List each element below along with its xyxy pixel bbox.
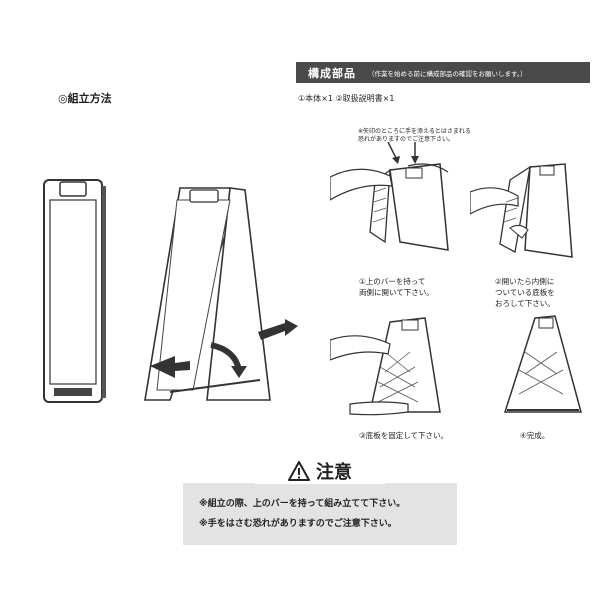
- step1-illustration: [330, 142, 449, 251]
- parts-banner-note: （作業を始める前に構成部品の確認をお願いします。）: [368, 69, 527, 78]
- warning-note-line: 恐れがありますのでご注意下さい。: [358, 136, 455, 143]
- parts-banner-title: 構成部品: [308, 66, 356, 80]
- step2-caption-line: ついている底板を: [495, 288, 555, 297]
- step2-caption-line: おろして下さい。: [495, 299, 555, 308]
- assembly-method-title: ◎組立方法: [58, 92, 112, 105]
- caution-title-text: 注意: [316, 462, 352, 483]
- parts-list: ①本体×1 ②取扱説明書×1: [298, 94, 395, 103]
- caution-title: 注意: [255, 458, 385, 484]
- warning-note: ※矢印のところに手を添えるとはさまれる 恐れがありますのでご注意下さい。: [358, 128, 471, 144]
- caution-line: ※手をはさむ恐れがありますのでご注意下さい。: [199, 519, 397, 529]
- caution-box: [183, 483, 457, 545]
- open-sign-with-arrows-illustration: [144, 187, 298, 401]
- step2-caption-line: ②開いたら内側に: [495, 277, 555, 286]
- step4-illustration: [503, 315, 582, 413]
- step2-caption: ②開いたら内側に ついている底板を おろして下さい。: [495, 276, 555, 309]
- step3-caption: ③底板を固定して下さい。: [359, 431, 448, 440]
- warning-icon: [288, 461, 310, 481]
- step1-caption-line: ①上のバーを持って: [359, 277, 426, 286]
- step3-illustration: [330, 317, 441, 416]
- step4-caption: ④完成。: [520, 431, 550, 440]
- step1-caption-line: 両側に開いて下さい。: [359, 288, 434, 297]
- step1-caption: ①上のバーを持って 両側に開いて下さい。: [359, 276, 434, 298]
- caution-line: ※組立の際、上のバーを持って組み立てて下さい。: [199, 499, 406, 509]
- step2-illustration: [470, 163, 573, 258]
- parts-banner: 構成部品 （作業を始める前に構成部品の確認をお願いします。）: [296, 62, 590, 83]
- closed-sign-illustration: [43, 179, 106, 403]
- warning-note-line: ※矢印のところに手を添えるとはさまれる: [358, 128, 471, 135]
